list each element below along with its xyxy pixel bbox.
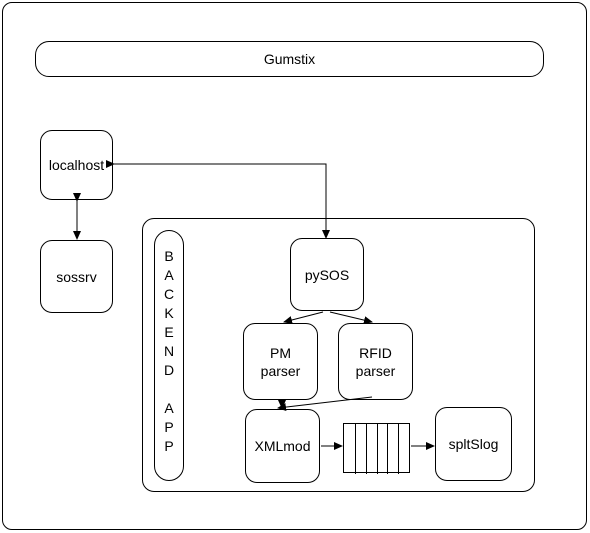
backend-app-label-bar: B A C K E N D A P P xyxy=(154,230,184,481)
pm-parser-label: PM parser xyxy=(260,344,301,379)
backend-letter: N xyxy=(163,343,175,359)
backend-app-panel xyxy=(142,218,535,492)
rfid-parser-node: RFID parser xyxy=(338,323,413,400)
pysos-rfid-parser-arrow xyxy=(329,311,373,325)
backend-letter: B xyxy=(164,248,174,264)
pysos-pm-parser-arrow xyxy=(283,311,324,324)
xmlmod-label: XMLmod xyxy=(254,438,311,454)
sossrv-node: sossrv xyxy=(40,240,113,313)
backend-letter: K xyxy=(164,305,174,321)
backend-letter: P xyxy=(164,419,174,435)
backend-letter: P xyxy=(164,438,174,454)
queue-slots xyxy=(355,424,399,474)
pm-parser-node: PM parser xyxy=(243,323,318,400)
backend-letter: C xyxy=(163,286,175,302)
backend-letter: A xyxy=(164,400,174,416)
localhost-pysos-connector xyxy=(106,160,330,239)
localhost-label: localhost xyxy=(48,157,105,173)
message-queue xyxy=(343,423,410,474)
sossrv-label: sossrv xyxy=(56,268,97,285)
rfid-parser-xmlmod-arrow xyxy=(277,396,373,412)
xmlmod-node: XMLmod xyxy=(245,409,320,483)
spltslog-label: spltSlog xyxy=(448,436,499,452)
backend-letter: E xyxy=(164,324,174,340)
gumstix-banner: Gumstix xyxy=(35,41,544,77)
pysos-node: pySOS xyxy=(290,238,364,311)
rfid-parser-label: RFID parser xyxy=(355,344,396,379)
spltslog-node: spltSlog xyxy=(435,407,512,481)
backend-letter: D xyxy=(163,362,175,378)
gumstix-label: Gumstix xyxy=(263,51,316,67)
backend-letter: A xyxy=(164,267,174,283)
pysos-label: pySOS xyxy=(304,266,350,283)
